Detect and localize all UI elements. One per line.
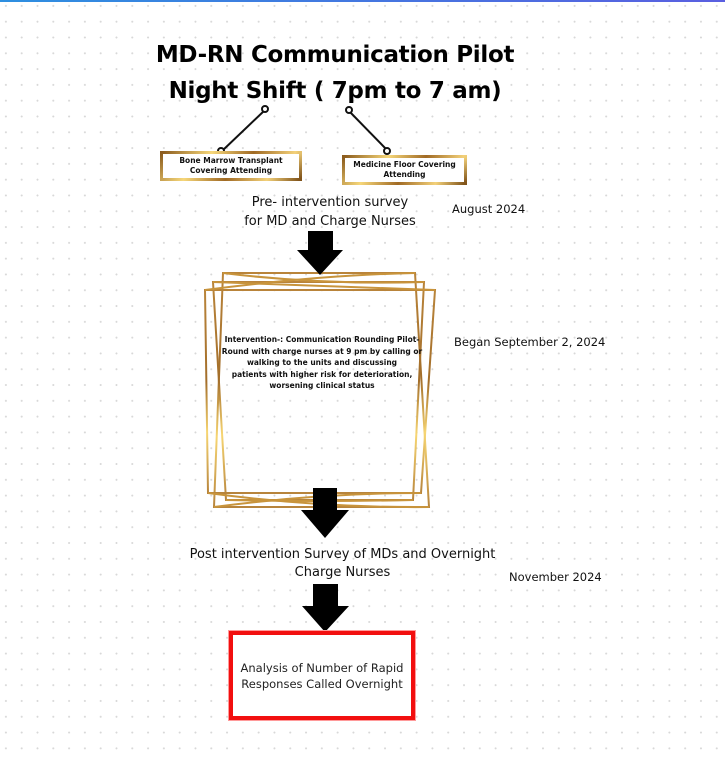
post-survey-date: November 2024 bbox=[509, 570, 602, 584]
arrow-down-icon bbox=[302, 584, 349, 632]
bmt-line2: Covering Attending bbox=[189, 166, 273, 175]
pre-survey-line2: for MD and Charge Nurses bbox=[244, 214, 416, 229]
diagram-subtitle: Night Shift ( 7pm to 7 am) bbox=[168, 78, 502, 104]
pre-survey-label: Pre- intervention survey for MD and Char… bbox=[230, 193, 430, 231]
analysis-line2: Responses Called Overnight bbox=[241, 676, 403, 691]
intervention-line: worsening clinical status bbox=[269, 381, 375, 390]
pre-survey-line1: Pre- intervention survey bbox=[251, 195, 409, 210]
connector-left bbox=[217, 105, 269, 155]
med-line2: Attending bbox=[383, 170, 426, 179]
post-survey-line1: Post intervention Survey of MDs and Over… bbox=[189, 547, 496, 562]
arrow-down-icon bbox=[297, 231, 343, 275]
intervention-line: Intervention-: Communication Rounding Pi… bbox=[224, 335, 420, 344]
intervention-date: Began September 2, 2024 bbox=[454, 335, 606, 349]
intervention-line: patients with higher risk for deteriorat… bbox=[231, 369, 413, 379]
bmt-attending-node: Bone Marrow Transplant Covering Attendin… bbox=[160, 151, 302, 181]
intervention-line: walking to the units and discussing bbox=[246, 358, 398, 367]
post-survey-line2: Charge Nurses bbox=[294, 565, 391, 580]
medicine-attending-node: Medicine Floor Covering Attending bbox=[342, 155, 467, 185]
analysis-line1: Analysis of Number of Rapid bbox=[240, 660, 404, 675]
top-accent-bar bbox=[0, 0, 725, 2]
bmt-line1: Bone Marrow Transplant bbox=[179, 156, 283, 165]
post-survey-label: Post intervention Survey of MDs and Over… bbox=[185, 546, 500, 582]
arrow-down-icon bbox=[301, 488, 349, 538]
diagram-title: MD-RN Communication Pilot bbox=[155, 42, 515, 68]
frame-layer-3 bbox=[203, 289, 437, 494]
intervention-line: Round with charge nurses at 9 pm by call… bbox=[221, 346, 423, 356]
pre-survey-date: August 2024 bbox=[452, 202, 526, 216]
analysis-node: Analysis of Number of Rapid Responses Ca… bbox=[229, 631, 415, 720]
connector-right bbox=[345, 106, 391, 155]
intervention-text: Intervention-: Communication Rounding Pi… bbox=[217, 334, 427, 392]
med-line1: Medicine Floor Covering bbox=[353, 160, 456, 169]
